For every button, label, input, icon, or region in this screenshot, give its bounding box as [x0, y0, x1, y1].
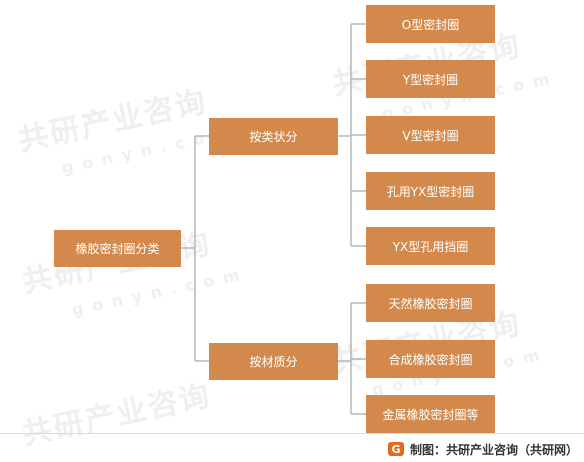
leaf-node: O型密封圈	[366, 5, 495, 43]
source-text: 制图：共研产业咨询（共研网）	[409, 442, 578, 457]
source-footer: G 制图：共研产业咨询（共研网）	[387, 440, 578, 458]
root-node: 橡胶密封圈分类	[54, 230, 181, 267]
leaf-node: 合成橡胶密封圈	[366, 340, 495, 378]
branch-node-material: 按材质分	[209, 343, 338, 380]
leaf-node: V型密封圈	[366, 116, 495, 154]
leaf-node: 孔用YX型密封圈	[366, 172, 495, 210]
leaf-node: 金属橡胶密封圈等	[366, 395, 495, 433]
gonyn-logo-icon: G	[387, 442, 404, 456]
branch-node-shape: 按类状分	[209, 118, 338, 155]
leaf-node: 天然橡胶密封圈	[366, 284, 495, 322]
leaf-node: YX型孔用挡圈	[366, 227, 495, 265]
leaf-node: Y型密封圈	[366, 60, 495, 98]
footer-divider	[0, 433, 584, 434]
